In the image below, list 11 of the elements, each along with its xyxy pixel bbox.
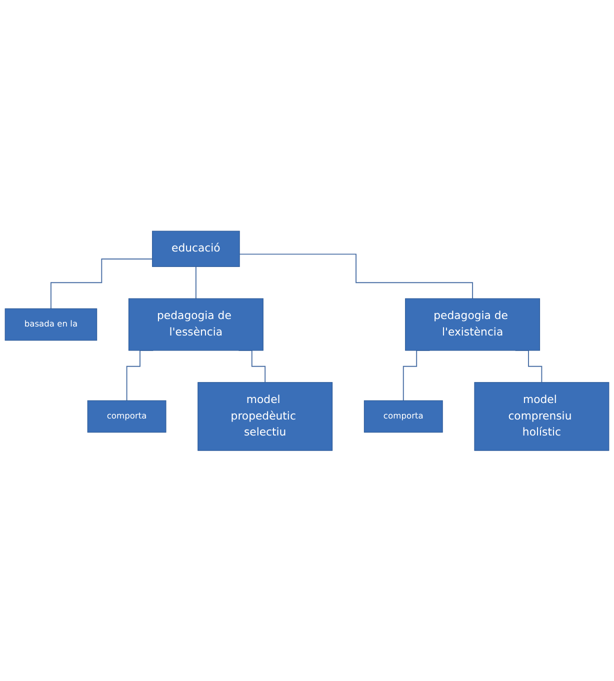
connector — [239, 253, 474, 299]
node-box: pedagogia de l'existència — [405, 298, 540, 350]
connector — [195, 266, 196, 299]
node-box: comporta — [87, 400, 166, 432]
node-box: comporta — [364, 400, 443, 432]
node-box: pedagogia de l'essència — [128, 298, 264, 350]
node-box: basada en la — [4, 308, 98, 340]
node-box: model propedèutic selectiu — [198, 382, 333, 451]
connector — [50, 258, 153, 309]
node-box: educació — [152, 230, 240, 267]
node-box: model comprensiu holístic — [474, 382, 610, 451]
